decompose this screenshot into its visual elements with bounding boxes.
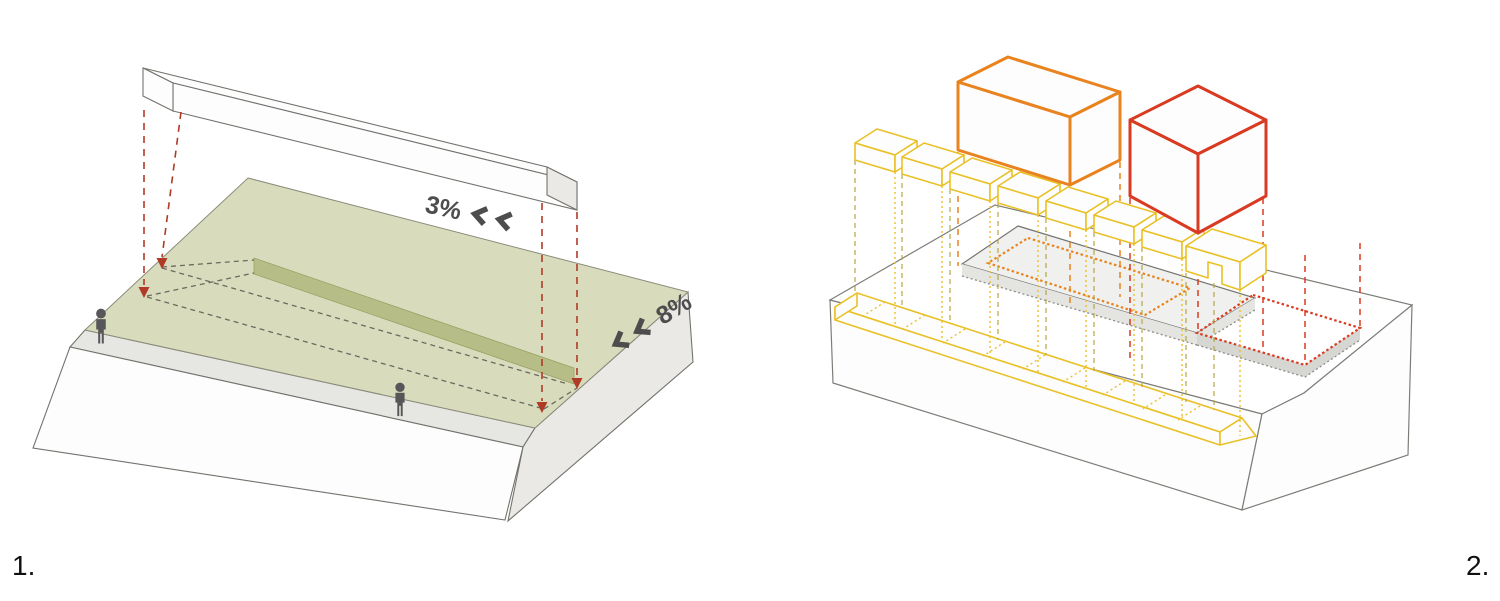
- orange-footprint: [985, 236, 1193, 317]
- person-icon: [395, 382, 405, 417]
- street-bar-left-end: [142, 67, 174, 112]
- projection-lines-red: [138, 110, 583, 413]
- path-dash-line: [146, 296, 545, 410]
- plinth-front-side: [962, 264, 1197, 345]
- down-arrow-icon: [536, 402, 548, 413]
- street-bar-right-cap: [546, 166, 578, 211]
- red-footprint-bottom-dotted-edge: [1196, 339, 1361, 378]
- red-projection-line: [161, 111, 182, 258]
- red-footprint-front-side: [1197, 333, 1305, 377]
- diagram-1: 3% 8% 1.: [12, 67, 697, 581]
- chevron-left-icon: [494, 211, 513, 232]
- path-dash-connector: [543, 387, 578, 410]
- l-shaped-yellow-box: [1185, 228, 1267, 291]
- chevron-left-icon: [470, 206, 489, 227]
- red-footprint-slab: [1194, 293, 1363, 378]
- red-footprint-right-side: [1305, 328, 1360, 377]
- down-arrow-icon: [571, 378, 583, 389]
- person-icon: [96, 308, 106, 344]
- base-front-face: [32, 346, 524, 521]
- street-bar: [142, 67, 578, 211]
- down-arrow-icon: [138, 287, 150, 298]
- path-band: [253, 257, 575, 385]
- orange-volume: [956, 55, 1122, 187]
- plinth-right-side: [1197, 298, 1255, 345]
- down-arrow-icon: [156, 258, 168, 269]
- path-dash-connector: [161, 259, 255, 268]
- projection-lines-yellow: [894, 172, 1241, 436]
- chevron-left-icon: [611, 330, 630, 349]
- path-outline-dashes: [146, 259, 578, 410]
- parking-strip-bar: [834, 292, 1257, 446]
- chevron-left-icon: [633, 317, 651, 336]
- parking-bar-left-end: [834, 292, 858, 321]
- ground-right-face: [1241, 303, 1413, 511]
- path-dash-connector: [146, 272, 255, 297]
- street-bar-top: [142, 67, 578, 183]
- projection-lines-olive: [854, 160, 1215, 410]
- figure-2-label: 2.: [1466, 550, 1489, 581]
- figure-1-label: 1.: [12, 550, 35, 581]
- red-volume: [1128, 84, 1268, 235]
- diagram-2: 2.: [828, 55, 1489, 581]
- parking-bar-end-wedge: [1219, 417, 1257, 446]
- path-dash-line: [161, 267, 569, 385]
- slope-value: 3%: [423, 191, 464, 226]
